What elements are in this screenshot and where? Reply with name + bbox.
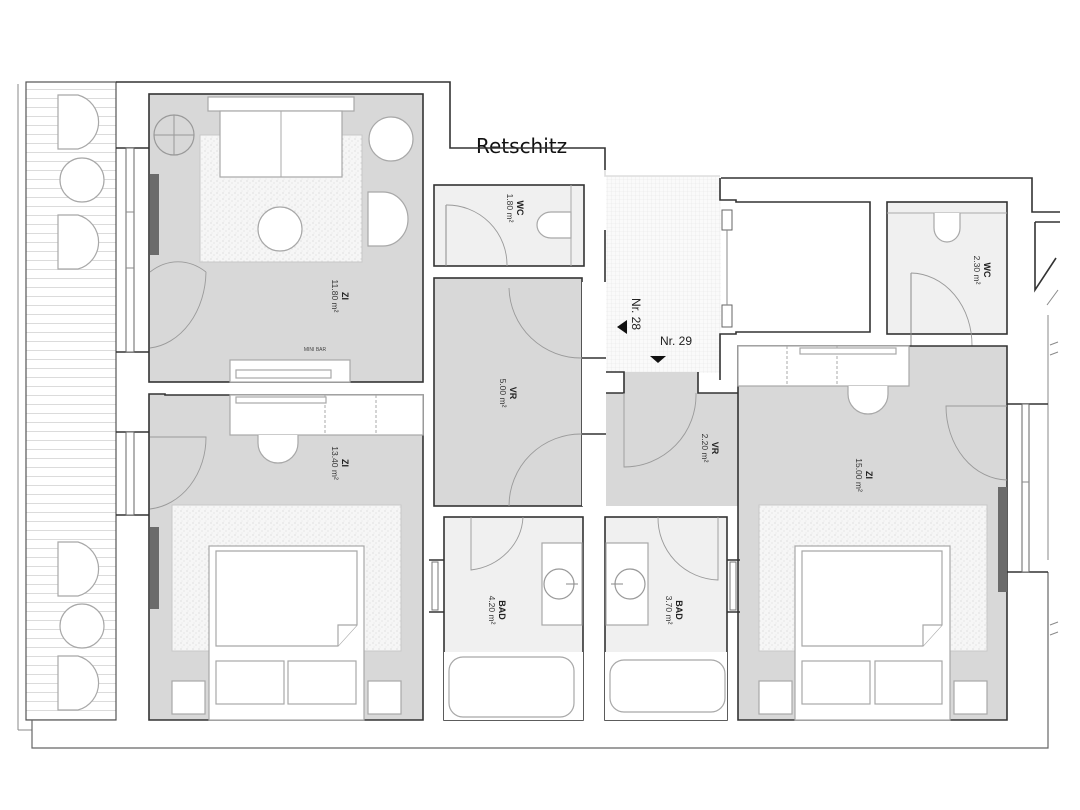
room-area: 1.80 m² [505, 194, 515, 223]
entrance-hall[interactable]: Nr. 28 Nr. 29 [582, 170, 721, 506]
toilet-icon [536, 211, 572, 239]
room-zi-1[interactable]: MINI BAR ZI 11.80 m² [148, 93, 424, 383]
room-name: WC [982, 263, 992, 278]
room-vr-1[interactable]: VR 5.00 m² [433, 277, 583, 507]
window-zi-2 [116, 431, 149, 516]
room-zi-2[interactable]: ZI 13.40 m² [148, 393, 424, 721]
entrance-nr-29[interactable]: Nr. 29 [650, 334, 692, 363]
bathtub-icon [448, 656, 575, 718]
room-wc-1[interactable]: WC 1.80 m² [433, 184, 585, 267]
room-area: 15.00 m² [854, 458, 864, 492]
room-name: VR [508, 387, 518, 400]
svg-text:Nr. 29: Nr. 29 [660, 334, 692, 348]
room-name: BAD [497, 600, 507, 620]
entrance-nr-28[interactable]: Nr. 28 [617, 298, 643, 334]
heater [150, 174, 159, 255]
room-name: ZI [340, 459, 350, 467]
room-area: 4.20 m² [487, 596, 497, 625]
room-name: ZI [340, 292, 350, 300]
bathtub-icon [609, 659, 726, 713]
room-name: VR [710, 442, 720, 455]
room-area: 2.30 m² [972, 256, 982, 285]
room-wc-2[interactable]: WC 2.30 m² [886, 201, 1008, 347]
room-name: WC [515, 201, 525, 216]
svg-text:Nr. 28: Nr. 28 [629, 298, 643, 330]
balcony [17, 81, 117, 731]
heater [150, 527, 159, 609]
room-area: 5.00 m² [498, 379, 508, 408]
balcony-furniture [57, 94, 105, 711]
room-area: 2.20 m² [700, 434, 710, 463]
heater [998, 487, 1007, 592]
room-name: ZI [864, 471, 874, 479]
room-bad-1[interactable]: BAD 4.20 m² [429, 516, 584, 721]
outer-walls [31, 81, 1060, 749]
room-name: BAD [674, 600, 684, 620]
minibar-label: MINI BAR [304, 347, 327, 353]
room-zi-3[interactable]: ZI 15.00 m² [737, 345, 1008, 721]
room-area: 13.40 m² [330, 446, 340, 480]
shaft-block [719, 178, 871, 380]
plan-title: Retschitz [476, 134, 568, 158]
room-bad-2[interactable]: BAD 3.70 m² [604, 516, 740, 721]
window-zi-3 [1007, 403, 1048, 573]
arrow-left-icon [617, 320, 627, 334]
toilet-icon [933, 213, 961, 243]
room-area: 11.80 m² [330, 280, 340, 313]
window-zi-1 [116, 147, 149, 353]
arrow-down-icon [650, 356, 666, 363]
room-area: 3.70 m² [664, 596, 674, 625]
room-vr-2[interactable]: VR 2.20 m² [606, 371, 738, 506]
